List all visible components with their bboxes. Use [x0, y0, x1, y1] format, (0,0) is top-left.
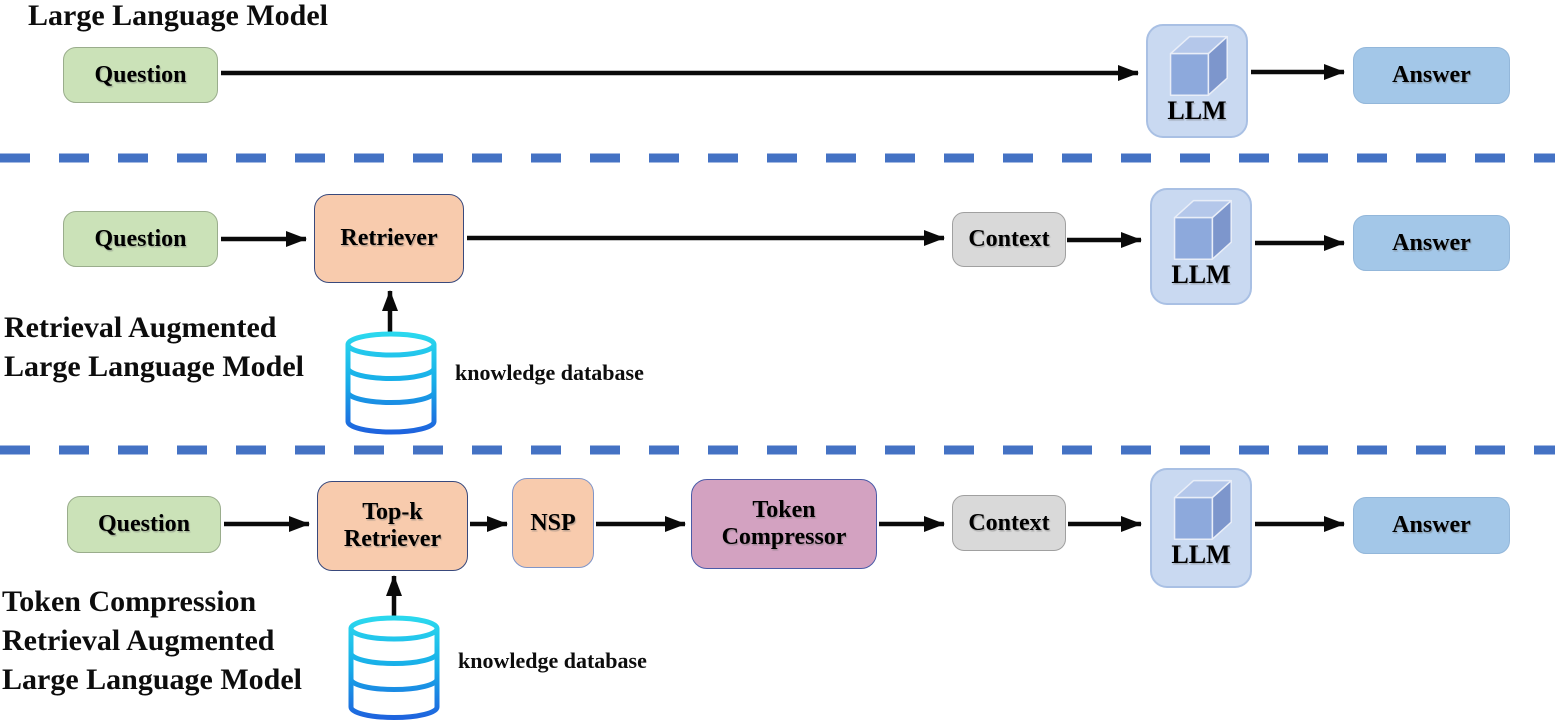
- llm-box-row2: LLM: [1150, 188, 1252, 305]
- section1-title: Large Language Model: [28, 0, 328, 35]
- retriever-label: Retriever: [340, 225, 438, 252]
- llm-label: LLM: [1167, 96, 1227, 125]
- llm-box-row3: LLM: [1150, 468, 1252, 588]
- answer-label: Answer: [1392, 62, 1471, 89]
- section3-title: Token Compression Retrieval Augmented La…: [2, 582, 302, 699]
- answer-box-row3: Answer: [1353, 497, 1510, 554]
- section3-title-line3: Large Language Model: [2, 663, 302, 696]
- llm-label: LLM: [1171, 540, 1231, 569]
- token-compressor-box: Token Compressor: [691, 479, 877, 569]
- context-box-row2: Context: [952, 212, 1066, 267]
- section3-title-line2: Retrieval Augmented: [2, 624, 275, 657]
- section2-title: Retrieval Augmented Large Language Model: [4, 308, 304, 386]
- section2-title-line2: Large Language Model: [4, 350, 304, 383]
- nsp-label: NSP: [530, 509, 576, 536]
- answer-label: Answer: [1392, 512, 1471, 539]
- topk-retriever-box: Top-k Retriever: [317, 481, 468, 571]
- nsp-box: NSP: [512, 478, 594, 568]
- llm-label: LLM: [1171, 260, 1231, 289]
- answer-box-row1: Answer: [1353, 47, 1510, 104]
- database-cylinder-icon: [348, 615, 440, 720]
- cube-icon: [1173, 479, 1232, 540]
- llm-box-row1: LLM: [1146, 24, 1248, 138]
- knowledge-database-label-row2: knowledge database: [455, 360, 644, 385]
- token-compressor-label-line1: Token: [752, 497, 816, 524]
- section2-title-line1: Retrieval Augmented: [4, 311, 277, 344]
- context-label: Context: [968, 226, 1050, 253]
- cube-icon: [1169, 35, 1228, 96]
- question-label: Question: [94, 61, 187, 88]
- context-label: Context: [968, 509, 1050, 536]
- topk-retriever-label-line2: Retriever: [343, 526, 442, 552]
- answer-box-row2: Answer: [1353, 215, 1510, 271]
- database-cylinder-icon: [345, 331, 437, 435]
- question-box-row1: Question: [63, 47, 218, 103]
- topk-retriever-label-line1: Top-k: [362, 499, 423, 526]
- section3-title-line1: Token Compression: [2, 585, 257, 618]
- token-compressor-label-line2: Compressor: [721, 524, 847, 550]
- knowledge-database-label-row3: knowledge database: [458, 648, 647, 673]
- question-label: Question: [94, 225, 187, 252]
- cube-icon: [1173, 199, 1232, 260]
- question-box-row3: Question: [67, 496, 221, 553]
- question-label: Question: [97, 511, 190, 538]
- section1-title-line: Large Language Model: [28, 0, 328, 32]
- question-box-row2: Question: [63, 211, 218, 267]
- answer-label: Answer: [1392, 229, 1471, 256]
- context-box-row3: Context: [952, 495, 1066, 551]
- retriever-box: Retriever: [314, 194, 464, 283]
